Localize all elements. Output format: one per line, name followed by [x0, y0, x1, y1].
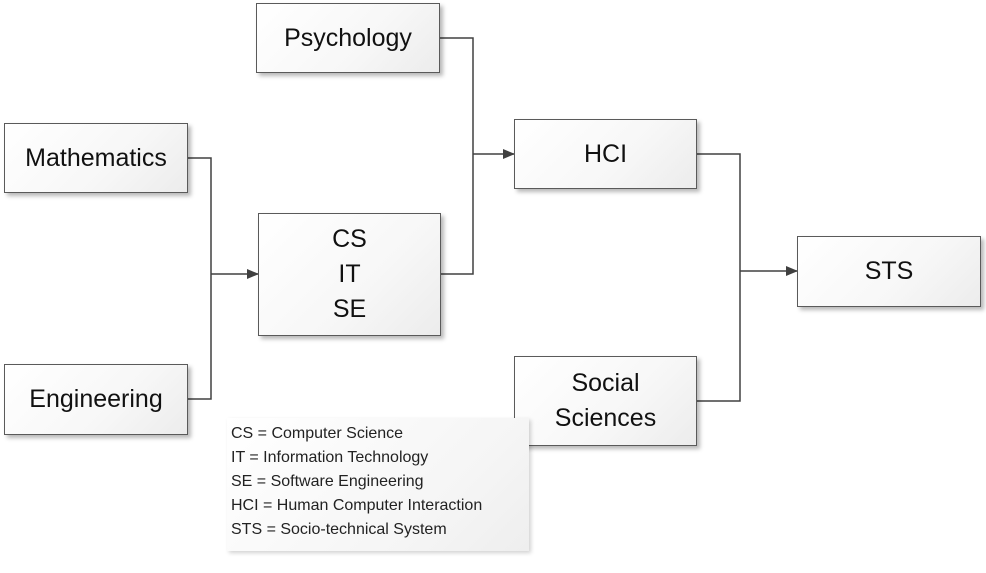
- legend: CS = Computer Science IT = Information T…: [227, 418, 529, 551]
- node-mathematics-label: Mathematics: [25, 143, 167, 172]
- node-social-sciences-line-1: Social: [571, 369, 640, 397]
- node-sts: STS: [797, 236, 981, 307]
- node-engineering: Engineering: [4, 364, 188, 435]
- node-hci: HCI: [514, 119, 697, 189]
- node-social-sciences-line-2: Sciences: [554, 404, 657, 432]
- node-engineering-label: Engineering: [29, 385, 163, 413]
- legend-item-it: IT = Information Technology: [231, 449, 429, 466]
- node-hci-label: HCI: [583, 139, 628, 168]
- node-computing-line-it: IT: [338, 260, 361, 288]
- node-computing-line-se: SE: [332, 295, 367, 323]
- edge-psychology-to-hci: [440, 37, 474, 154]
- edge-social-sciences-to-sts: [697, 271, 741, 402]
- node-computing-line-cs: CS: [332, 225, 367, 253]
- node-social-sciences: Social Sciences: [514, 356, 697, 446]
- legend-item-cs: CS = Computer Science: [231, 425, 404, 442]
- edge-computing-to-hci: [441, 154, 474, 275]
- legend-item-se: SE = Software Engineering: [231, 473, 424, 490]
- node-mathematics: Mathematics: [4, 123, 188, 193]
- edge-mathematics-to-computing: [188, 157, 212, 274]
- node-computing: CS IT SE: [258, 213, 441, 336]
- node-sts-label: STS: [864, 257, 914, 285]
- legend-item-hci: HCI = Human Computer Interaction: [231, 497, 483, 514]
- node-psychology: Psychology: [256, 3, 440, 73]
- legend-item-sts: STS = Socio-technical System: [231, 521, 447, 538]
- node-psychology-label: Psychology: [284, 23, 412, 52]
- edge-hci-to-sts: [697, 153, 741, 271]
- edge-engineering-to-computing: [188, 274, 212, 400]
